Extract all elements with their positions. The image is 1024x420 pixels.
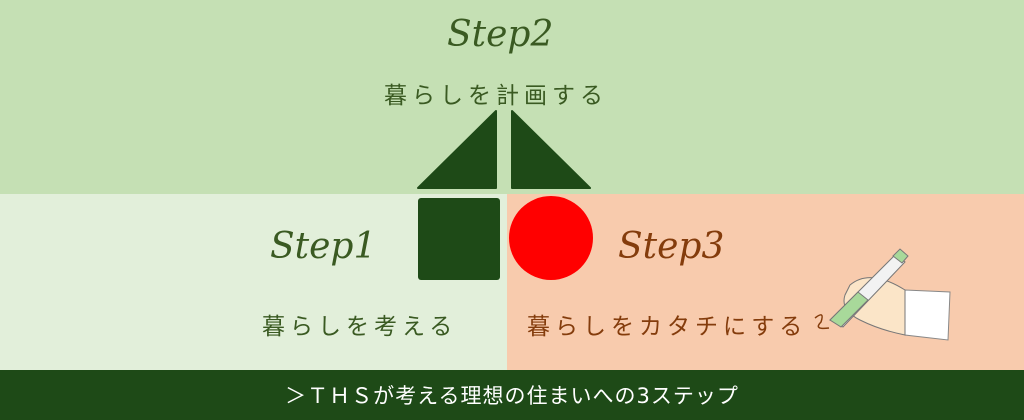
roof-left-triangle — [417, 110, 497, 189]
step1-title: Step1 — [270, 226, 377, 267]
step1-subtitle: 暮らしを考える — [262, 314, 458, 340]
step2-subtitle: 暮らしを計画する — [384, 83, 608, 109]
hand-with-pen-icon — [814, 248, 951, 341]
roof-right-triangle — [511, 110, 591, 189]
footer-banner: ＞ＴＨＳが考える理想の住まいへの3ステップ — [0, 370, 1024, 420]
red-circle — [509, 196, 593, 280]
house-square — [418, 198, 500, 280]
step3-panel — [507, 194, 1024, 370]
footer-text: ＞ＴＨＳが考える理想の住まいへの3ステップ — [285, 384, 739, 408]
step2-title: Step2 — [447, 14, 554, 55]
step3-subtitle: 暮らしをカタチにする — [527, 314, 808, 340]
step3-title: Step3 — [618, 226, 725, 267]
